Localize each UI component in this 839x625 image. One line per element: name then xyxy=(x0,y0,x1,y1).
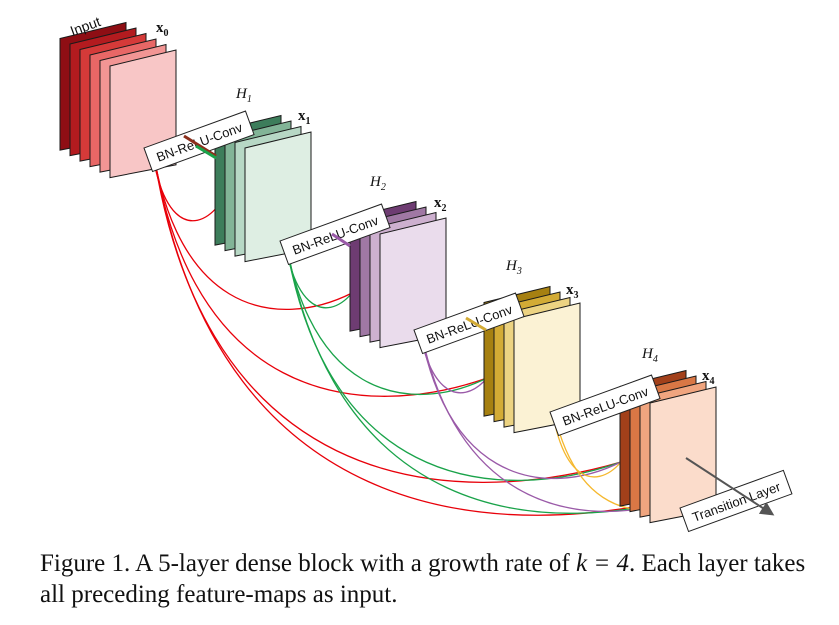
h2-label: H2 xyxy=(369,174,386,193)
flow-arrow-x3 xyxy=(465,316,487,332)
flow-arrow-x2 xyxy=(331,232,351,248)
h3-label: H3 xyxy=(505,258,522,277)
caption-text-1: Figure 1. A 5-layer dense block with a g… xyxy=(40,550,576,577)
flow-arrow-x0 xyxy=(183,134,217,158)
connection-curve-x2 xyxy=(413,281,622,480)
x4-label: x4 xyxy=(702,368,715,387)
x0-label: x0 xyxy=(156,20,169,39)
h1-label: H1 xyxy=(235,86,252,105)
flow-arrow-x1 xyxy=(195,144,217,160)
dense-block-diagram: BN-ReLU-Conv BN-ReLU-Conv BN-ReLU-Conv B… xyxy=(59,13,793,533)
connection-curve-x0 xyxy=(147,107,488,397)
connection-curve-x0 xyxy=(147,107,701,516)
caption-text-2: . Each layer takes all preceding feature… xyxy=(40,550,806,608)
h4-label: H4 xyxy=(641,346,658,365)
x1-label: x1 xyxy=(298,108,311,127)
x3-label: x3 xyxy=(566,282,579,301)
flow-arrows xyxy=(183,134,775,516)
layer-x4-stack xyxy=(619,369,717,524)
caption-math: k = 4 xyxy=(575,550,629,577)
layer-x1-stack xyxy=(214,114,312,263)
input-layer-stack xyxy=(59,21,177,179)
figure-caption: Figure 1. A 5-layer dense block with a g… xyxy=(40,548,820,610)
layer-x3-stack xyxy=(483,285,581,434)
output-arrow xyxy=(685,457,775,516)
x2-label: x2 xyxy=(434,195,447,214)
